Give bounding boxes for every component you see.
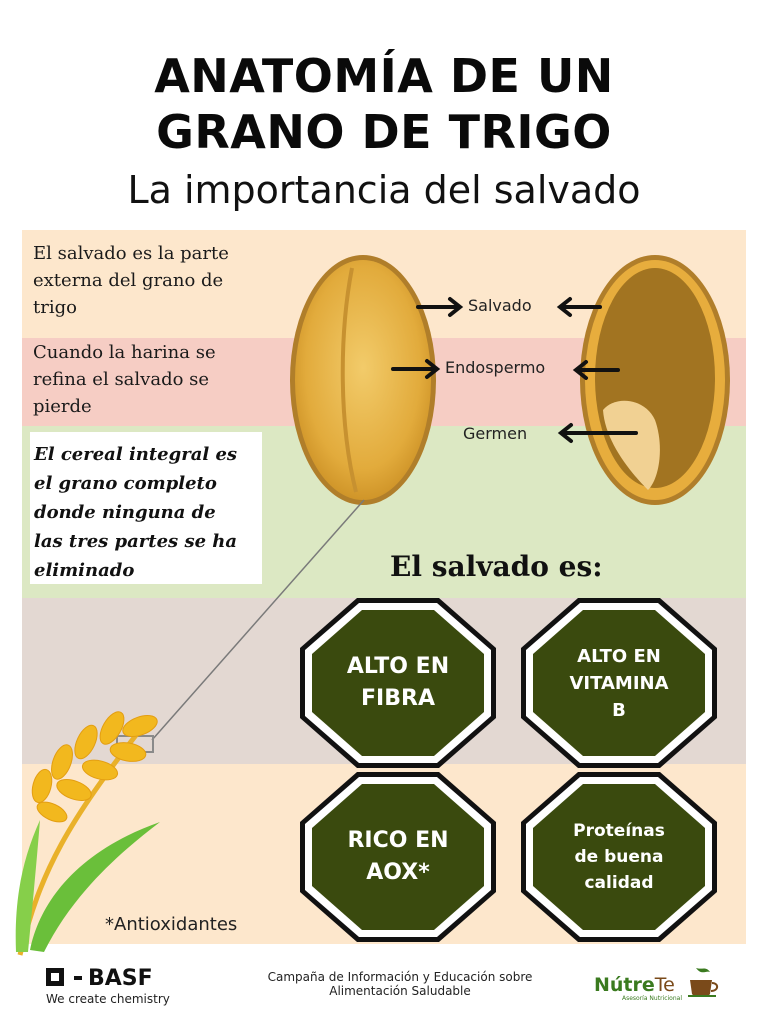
- whole-grain-note: El cereal integral es el grano completo …: [34, 440, 260, 585]
- note-line-2: el grano completo: [34, 473, 217, 494]
- badge-protein-line-2: de buena: [574, 847, 664, 867]
- campaign-text: Campaña de Información y Educación sobre…: [250, 970, 550, 998]
- octagon-icon: [521, 772, 717, 942]
- nutrete-tagline: Asesoría Nutricional: [622, 995, 682, 1002]
- benefits-heading: El salvado es:: [390, 550, 603, 583]
- nutrete-logo-part-2: Te: [654, 974, 675, 996]
- antioxidants-footnote: *Antioxidantes: [105, 914, 238, 935]
- refined-line-2: refina el salvado se: [33, 369, 210, 390]
- badge-vitamin-line-1: ALTO EN: [577, 645, 661, 667]
- octagon-icon: [300, 598, 496, 768]
- benefit-badge-antioxidants: RICO EN AOX*: [300, 772, 496, 942]
- teacup-icon: [688, 968, 719, 997]
- campaign-line-2: Alimentación Saludable: [329, 984, 471, 998]
- bran-description: El salvado es la parte externa del grano…: [33, 240, 283, 321]
- cut-grain-icon: [580, 255, 730, 505]
- whole-grain-note-box: [30, 432, 262, 584]
- benefit-badge-protein: Proteínas de buena calidad: [521, 772, 717, 942]
- bran-line-2: externa del grano de: [33, 270, 224, 291]
- basf-tagline: We create chemistry: [46, 992, 170, 1006]
- label-arrows: [391, 297, 638, 443]
- whole-grain-icon: [290, 255, 436, 505]
- label-germ: Germen: [463, 424, 528, 443]
- badge-fiber-line-2: FIBRA: [361, 686, 435, 711]
- basf-logo: BASF: [88, 966, 153, 991]
- badge-vitamin-line-3: B: [612, 699, 626, 721]
- badge-fiber-line-1: ALTO EN: [346, 654, 450, 679]
- refined-line-3: pierde: [33, 396, 92, 417]
- octagon-icon: [300, 772, 496, 942]
- note-line-1: El cereal integral es: [34, 444, 238, 465]
- page-title: ANATOMÍA DE UN GRANO DE TRIGO: [0, 48, 768, 160]
- badge-aox-line-1: RICO EN: [347, 828, 449, 853]
- page-subtitle: La importancia del salvado: [127, 168, 641, 212]
- note-line-5: eliminado: [34, 560, 135, 581]
- bran-line-1: El salvado es la parte: [33, 243, 229, 264]
- basf-logo-icon: [46, 968, 70, 988]
- title-line-1: ANATOMÍA DE UN: [154, 49, 614, 103]
- basf-logo-dash: [74, 976, 82, 980]
- badge-vitamin-line-2: VITAMINA: [569, 672, 669, 694]
- benefit-badge-vitamin-b: ALTO EN VITAMINA B: [521, 598, 717, 768]
- refined-line-1: Cuando la harina se: [33, 342, 216, 363]
- note-line-4: las tres partes se ha: [34, 531, 238, 552]
- nutrete-logo: NútreTe: [594, 974, 675, 996]
- campaign-line-1: Campaña de Información y Educación sobre: [267, 970, 533, 984]
- note-line-3: donde ninguna de: [34, 502, 216, 523]
- label-bran: Salvado: [468, 296, 532, 315]
- benefit-badge-fiber: ALTO EN FIBRA: [300, 598, 496, 768]
- title-line-2: GRANO DE TRIGO: [156, 105, 612, 159]
- bran-line-3: trigo: [33, 297, 77, 318]
- octagon-icon: [521, 598, 717, 768]
- refined-description: Cuando la harina se refina el salvado se…: [33, 339, 283, 420]
- badge-aox-line-2: AOX*: [366, 860, 430, 885]
- nutrete-logo-part-1: Nútre: [594, 974, 655, 996]
- label-endosperm: Endospermo: [445, 358, 546, 377]
- connector-line: [151, 499, 365, 741]
- badge-protein-line-1: Proteínas: [573, 821, 665, 841]
- wheat-plant-icon: [15, 711, 160, 956]
- badge-protein-line-3: calidad: [584, 873, 654, 893]
